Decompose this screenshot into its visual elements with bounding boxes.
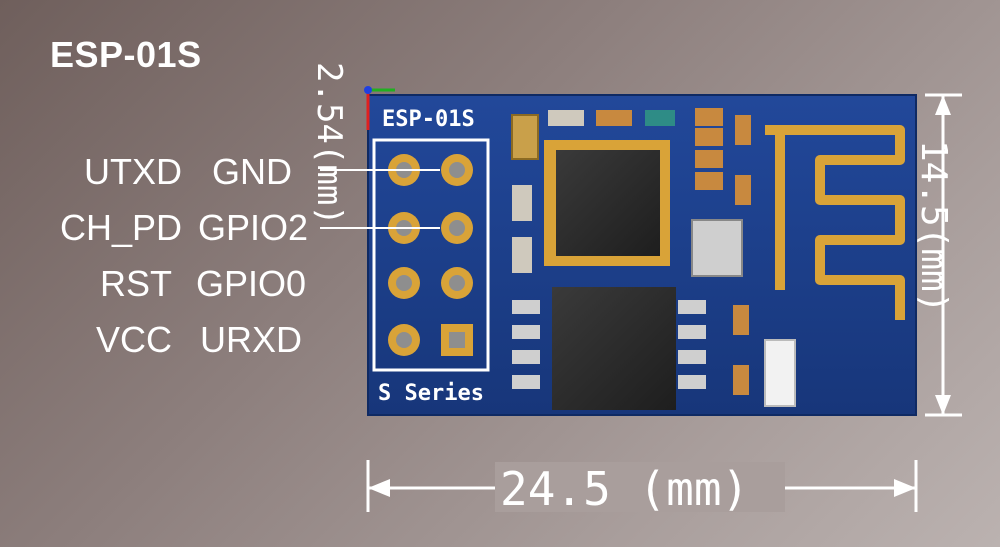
smd-resistor-9 xyxy=(733,305,749,335)
smd-part-teal xyxy=(645,110,675,126)
esp8266-chip xyxy=(544,140,670,266)
pin-pad-5 xyxy=(388,267,420,299)
height-label: 14.5(mm) xyxy=(913,140,954,313)
pin-label-gpio2: GPIO2 xyxy=(198,207,309,248)
pin-label-utxd: UTXD xyxy=(84,151,182,192)
pin-pad-7 xyxy=(388,324,420,356)
pin-header-outline xyxy=(372,138,490,372)
axis-indicator xyxy=(364,86,395,130)
silk-bottom-label: S Series xyxy=(378,381,484,406)
pin-label-rst: RST xyxy=(100,263,172,304)
smd-resistor-4 xyxy=(695,128,723,146)
pin-label-gnd: GND xyxy=(212,151,292,192)
crystal xyxy=(511,114,539,160)
smd-resistor-1 xyxy=(548,110,584,126)
smd-resistor-6 xyxy=(695,172,723,190)
pin-label-gpio0: GPIO0 xyxy=(196,263,307,304)
width-dimension xyxy=(366,460,918,512)
smd-resistor-8 xyxy=(735,175,751,205)
smd-resistor-5 xyxy=(695,150,723,168)
smd-cap-1 xyxy=(512,185,532,221)
height-dimension xyxy=(925,93,962,417)
shield-can xyxy=(691,219,743,277)
flash-chip xyxy=(512,287,706,410)
pin-label-vcc: VCC xyxy=(95,319,172,360)
smd-resistor-10 xyxy=(733,365,749,395)
pitch-label: 2.54(mm) xyxy=(309,62,349,226)
led xyxy=(764,339,796,407)
smd-resistor-7 xyxy=(735,115,751,145)
pin-pad-8 xyxy=(441,324,473,356)
width-label: 24.5 (mm) xyxy=(500,462,749,516)
smd-resistor-3 xyxy=(695,108,723,126)
pin-pad-2 xyxy=(441,154,473,186)
smd-cap-2 xyxy=(512,237,532,273)
pin-label-urxd: URXD xyxy=(200,319,303,360)
pcb-antenna xyxy=(765,125,905,320)
pin-label-ch-pd: CH_PD xyxy=(59,207,182,248)
pin-pad-6 xyxy=(441,267,473,299)
pin-pads xyxy=(388,154,473,356)
page-title: ESP-01S xyxy=(50,34,202,75)
pin-pad-4 xyxy=(441,212,473,244)
silk-top-label: ESP-01S xyxy=(382,107,475,132)
smd-resistor-2 xyxy=(596,110,632,126)
